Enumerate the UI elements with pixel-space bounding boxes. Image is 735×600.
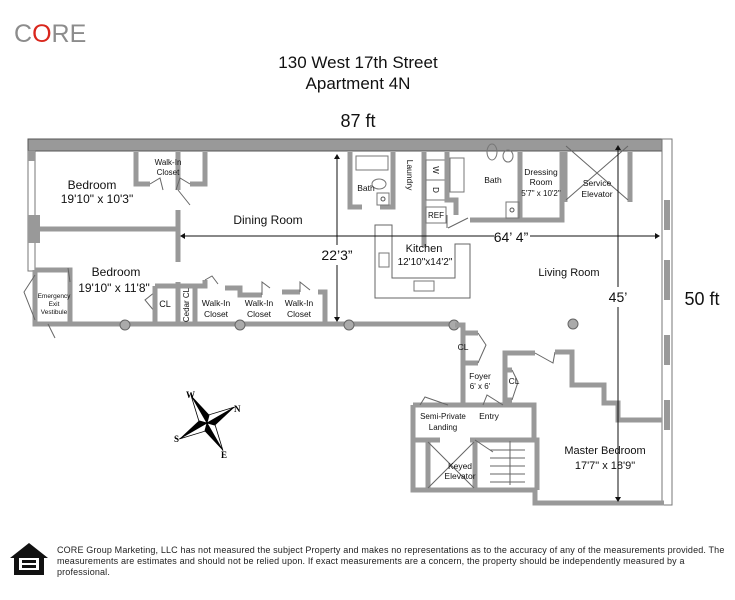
landing-l2: Landing: [429, 423, 457, 432]
living-room-name: Living Room: [538, 267, 599, 279]
living-depth-dimension: 45’: [609, 289, 628, 305]
dressing-size: 5'7" x 10'2": [521, 189, 561, 198]
washer-label: W: [431, 166, 440, 174]
compass-n: N: [234, 404, 241, 414]
equal-housing-icon: [10, 543, 48, 575]
keyed-elevator-l1: Keyed: [448, 461, 472, 471]
depth-dimension: 50 ft: [684, 289, 719, 309]
keyed-elevator-l2: Elevator: [444, 471, 475, 481]
walkin-2-l2: Closet: [247, 309, 272, 319]
walls: [23, 138, 673, 506]
apartment-title: Apartment 4N: [306, 74, 411, 93]
dressing-l2: Room: [530, 177, 553, 187]
room-labels: Bedroom 19'10" x 10'3" Walk-In Closet Di…: [38, 158, 646, 481]
dressing-l1: Dressing: [524, 167, 558, 177]
walkin-top-l2: Closet: [157, 168, 180, 177]
dining-room-name: Dining Room: [233, 213, 302, 227]
width-dimension: 87 ft: [340, 111, 375, 131]
staircase: [490, 441, 525, 485]
dining-depth-dimension: 22’3”: [321, 247, 352, 263]
walkin-1-l2: Closet: [204, 309, 229, 319]
laundry-label: Laundry: [405, 160, 415, 191]
closet3-label: CL: [509, 376, 520, 386]
compass-labels: W N S E: [174, 390, 241, 460]
address-title: 130 West 17th Street: [278, 53, 438, 72]
landing-l1: Semi-Private: [420, 412, 466, 421]
walkin-3-l1: Walk-In: [285, 298, 314, 308]
emergency-l2: Exit: [49, 301, 60, 308]
master-bedroom-size: 17'7" x 18'9": [575, 460, 635, 472]
bedroom2-name: Bedroom: [92, 265, 141, 279]
bath1-label: Bath: [357, 183, 375, 193]
bath2-label: Bath: [484, 175, 502, 185]
core-logo: CORE: [14, 20, 86, 48]
master-bedroom-name: Master Bedroom: [564, 445, 645, 457]
svg-text:CORE: CORE: [14, 20, 86, 48]
compass-e: E: [221, 450, 227, 460]
compass-s: S: [174, 434, 179, 444]
foyer-name: Foyer: [469, 371, 491, 381]
bedroom2-size: 19'10" x 11'8": [78, 281, 150, 295]
emergency-l3: Vestibule: [41, 309, 68, 316]
cedar-closet-label: Cedar CL: [182, 287, 191, 322]
walkin-1-l1: Walk-In: [202, 298, 231, 308]
kitchen-name: Kitchen: [406, 243, 443, 255]
closet2-label: CL: [458, 342, 469, 352]
bedroom1-size: 19'10" x 10'3": [61, 192, 134, 206]
walkin-2-l1: Walk-In: [245, 298, 274, 308]
disclaimer-text: CORE Group Marketing, LLC has not measur…: [57, 545, 725, 577]
dimension-lines: [180, 145, 660, 502]
compass-rose-icon: [179, 395, 235, 451]
service-elevator-l2: Elevator: [581, 189, 612, 199]
refrigerator-label: REF: [428, 211, 444, 220]
foyer-size: 6' x 6': [470, 382, 491, 391]
closet-label: CL: [159, 299, 171, 309]
compass-w: W: [186, 390, 195, 400]
entry-label: Entry: [479, 411, 500, 421]
dryer-label: D: [431, 187, 440, 193]
walkin-3-l2: Closet: [287, 309, 312, 319]
bedroom1-name: Bedroom: [68, 178, 117, 192]
service-elevator-l1: Service: [583, 178, 612, 188]
kitchen-size: 12'10"x14'2": [398, 257, 453, 268]
walkin-top-l1: Walk-In: [155, 158, 182, 167]
living-span-dimension: 64’ 4”: [494, 229, 529, 245]
emergency-l1: Emergency: [38, 293, 72, 300]
